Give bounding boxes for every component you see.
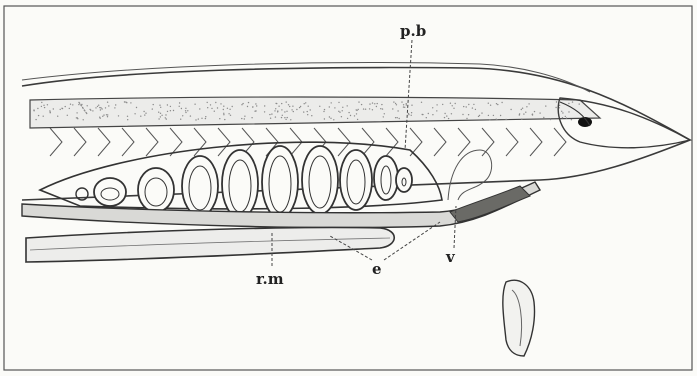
label-v: v [445,248,456,266]
label-rm: r.m [256,270,284,288]
dorsal-fin-line [22,63,590,92]
detached-organ [503,280,535,356]
pigment-mass [450,186,530,222]
oral-tentacles [448,150,492,200]
label-pb: p.b [400,22,426,40]
leader-pb [405,40,412,150]
notochord [30,97,600,128]
rostral-muscle-tube [26,227,394,262]
label-e: e [372,260,382,278]
